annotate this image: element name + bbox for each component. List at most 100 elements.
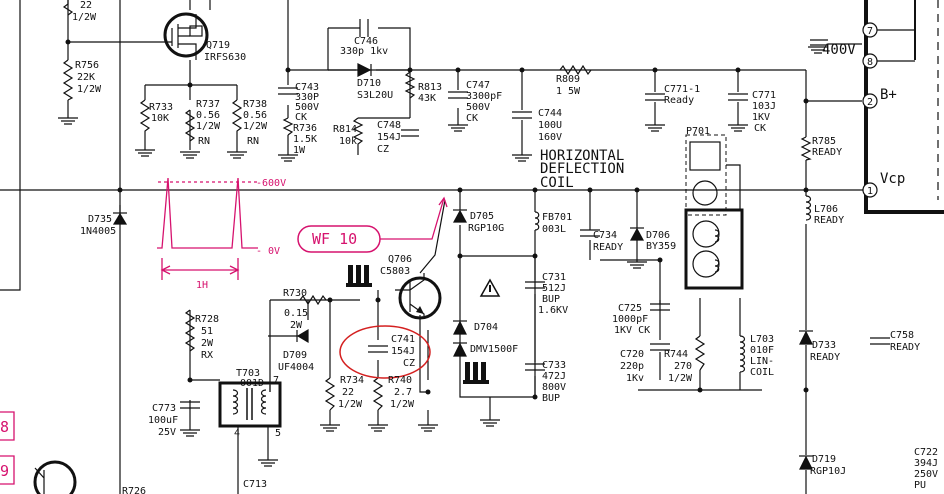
svg-text:4: 4 xyxy=(234,428,240,439)
r813-symbol xyxy=(404,71,416,99)
inductors xyxy=(534,195,812,373)
svg-text:BY359: BY359 xyxy=(646,241,676,252)
svg-text:READY: READY xyxy=(593,242,623,253)
q-bottom-left-symbol xyxy=(33,460,77,494)
d709-symbol xyxy=(296,328,309,344)
svg-text:DMV1500F: DMV1500F xyxy=(470,344,518,355)
svg-text:270: 270 xyxy=(674,361,692,372)
r740-symbol xyxy=(372,377,384,411)
svg-text:- 0V: - 0V xyxy=(256,246,280,257)
svg-text:L703: L703 xyxy=(750,334,774,345)
svg-text:R756: R756 xyxy=(75,60,99,71)
p701-connector xyxy=(684,134,744,290)
svg-text:250V: 250V xyxy=(914,469,938,480)
svg-text:154J: 154J xyxy=(391,346,415,357)
svg-text:R809: R809 xyxy=(556,74,580,85)
v400-cap-symbol xyxy=(810,39,828,46)
r736-symbol xyxy=(282,117,294,136)
l706-symbol xyxy=(805,195,812,221)
r756-symbol xyxy=(62,59,74,101)
svg-text:R813: R813 xyxy=(418,82,442,93)
wf10-label: WF 10 xyxy=(312,230,357,248)
q719-symbol xyxy=(163,12,209,60)
svg-text:RGP10G: RGP10G xyxy=(468,223,504,234)
svg-text:103J: 103J xyxy=(752,101,776,112)
svg-text:1.6KV: 1.6KV xyxy=(538,305,568,316)
svg-text:RN: RN xyxy=(198,136,210,147)
svg-text:001D: 001D xyxy=(240,378,264,389)
svg-text:R738: R738 xyxy=(243,99,267,110)
svg-text:472J: 472J xyxy=(542,371,566,382)
svg-text:22: 22 xyxy=(80,0,92,11)
svg-text:C741: C741 xyxy=(391,334,415,345)
svg-text:1KV: 1KV xyxy=(752,112,770,123)
svg-text:1W: 1W xyxy=(293,145,306,156)
r733-symbol xyxy=(139,99,151,150)
svg-text:1KV CK: 1KV CK xyxy=(614,325,650,336)
d705-symbol xyxy=(452,209,468,223)
svg-text:DEFLECTION: DEFLECTION xyxy=(540,161,624,177)
svg-text:1/2W: 1/2W xyxy=(196,121,221,132)
svg-text:READY: READY xyxy=(814,215,844,226)
svg-text:003L: 003L xyxy=(542,224,566,235)
svg-text:394J: 394J xyxy=(914,458,938,469)
svg-text:500V: 500V xyxy=(466,102,490,113)
c743-symbol xyxy=(278,87,298,95)
svg-text:BUP: BUP xyxy=(542,393,560,404)
c734-symbol xyxy=(580,229,600,237)
svg-text:D705: D705 xyxy=(470,211,494,222)
svg-text:D709: D709 xyxy=(283,350,307,361)
svg-text:1/2W: 1/2W xyxy=(77,84,102,95)
svg-text:CZ: CZ xyxy=(403,358,415,369)
svg-text:9: 9 xyxy=(0,462,9,480)
svg-text:B+: B+ xyxy=(880,87,897,103)
r744-symbol xyxy=(694,335,706,371)
c725-symbol xyxy=(650,303,670,311)
svg-text:CK: CK xyxy=(295,112,307,123)
svg-text:5: 5 xyxy=(275,428,281,439)
r728-symbol xyxy=(184,309,196,352)
d710-symbol xyxy=(357,63,372,77)
svg-text:S3L20U: S3L20U xyxy=(357,90,393,101)
r809-symbol xyxy=(559,64,592,76)
c773-symbol xyxy=(180,401,200,409)
svg-text:22K: 22K xyxy=(77,72,95,83)
svg-text:R785: R785 xyxy=(812,136,836,147)
svg-text:1/2W: 1/2W xyxy=(668,373,693,384)
svg-text:LIN-: LIN- xyxy=(750,356,774,367)
svg-text:-600V: -600V xyxy=(256,178,286,189)
svg-text:R728: R728 xyxy=(195,314,219,325)
svg-text:Vcp: Vcp xyxy=(880,171,905,187)
svg-text:BUP: BUP xyxy=(542,294,560,305)
svg-text:C722: C722 xyxy=(914,447,938,458)
svg-text:330p 1kv: 330p 1kv xyxy=(340,46,388,57)
d733-symbol xyxy=(799,330,813,345)
svg-text:3300pF: 3300pF xyxy=(466,91,502,102)
r730-symbol xyxy=(299,294,327,306)
resistors xyxy=(62,0,812,411)
svg-text:7: 7 xyxy=(273,375,279,386)
svg-text:1/2W: 1/2W xyxy=(338,399,363,410)
svg-text:R734: R734 xyxy=(340,375,364,386)
svg-text:1000pF: 1000pF xyxy=(612,314,648,325)
svg-text:1: 1 xyxy=(867,186,873,197)
svg-text:T703: T703 xyxy=(236,368,260,379)
svg-text:154J: 154J xyxy=(377,132,401,143)
svg-text:RX: RX xyxy=(201,350,213,361)
diodes xyxy=(112,63,813,470)
svg-text:R730: R730 xyxy=(283,288,307,299)
svg-text:C725: C725 xyxy=(618,303,642,314)
svg-text:160V: 160V xyxy=(538,132,562,143)
q706-symbol xyxy=(398,273,442,320)
svg-text:C758: C758 xyxy=(890,330,914,341)
svg-text:UF4004: UF4004 xyxy=(278,362,314,373)
svg-text:22: 22 xyxy=(342,387,354,398)
svg-text:220p: 220p xyxy=(620,361,644,372)
c733-symbol xyxy=(525,363,545,371)
svg-text:D704: D704 xyxy=(474,322,498,333)
capacitors xyxy=(180,19,890,409)
svg-text:D710: D710 xyxy=(357,78,381,89)
svg-text:FB701: FB701 xyxy=(542,212,572,223)
c758-symbol xyxy=(870,337,890,345)
